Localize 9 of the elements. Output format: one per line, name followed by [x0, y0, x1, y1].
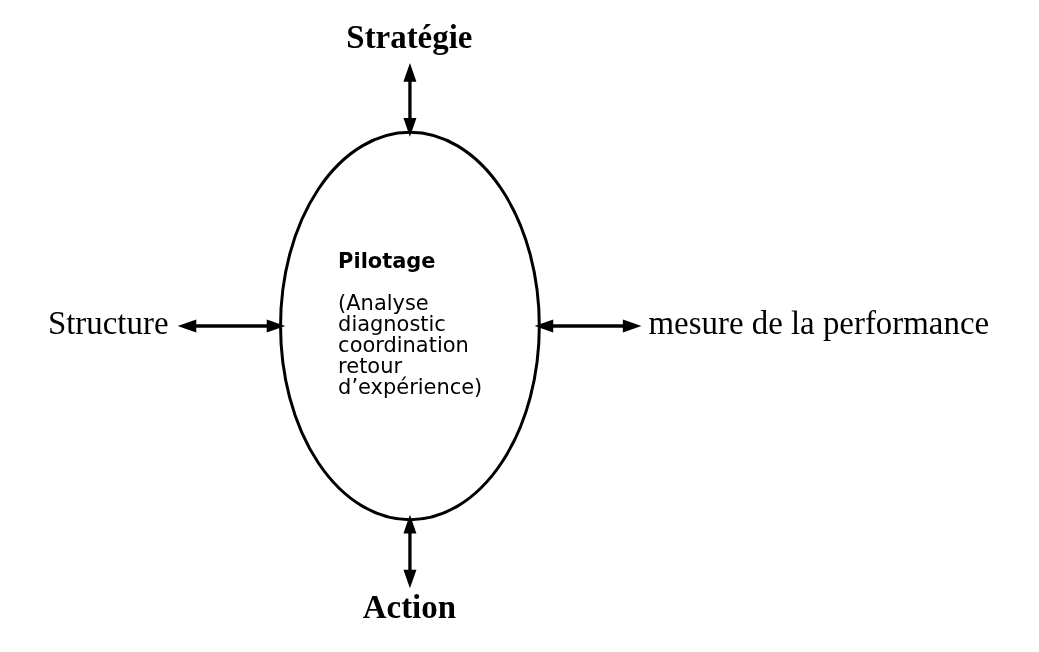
arrow [403, 63, 417, 137]
arrow [403, 514, 417, 589]
node-text: Action [362, 588, 456, 625]
node-text: Stratégie [346, 18, 473, 55]
arrow [534, 319, 642, 333]
node-text: mesure de la performance [648, 305, 990, 342]
node-text: Structure [47, 305, 169, 342]
arrow [177, 319, 286, 333]
node-ellipse: Pilotage (Analyse diagnostic coordination retour d’expérience) [279, 130, 541, 522]
